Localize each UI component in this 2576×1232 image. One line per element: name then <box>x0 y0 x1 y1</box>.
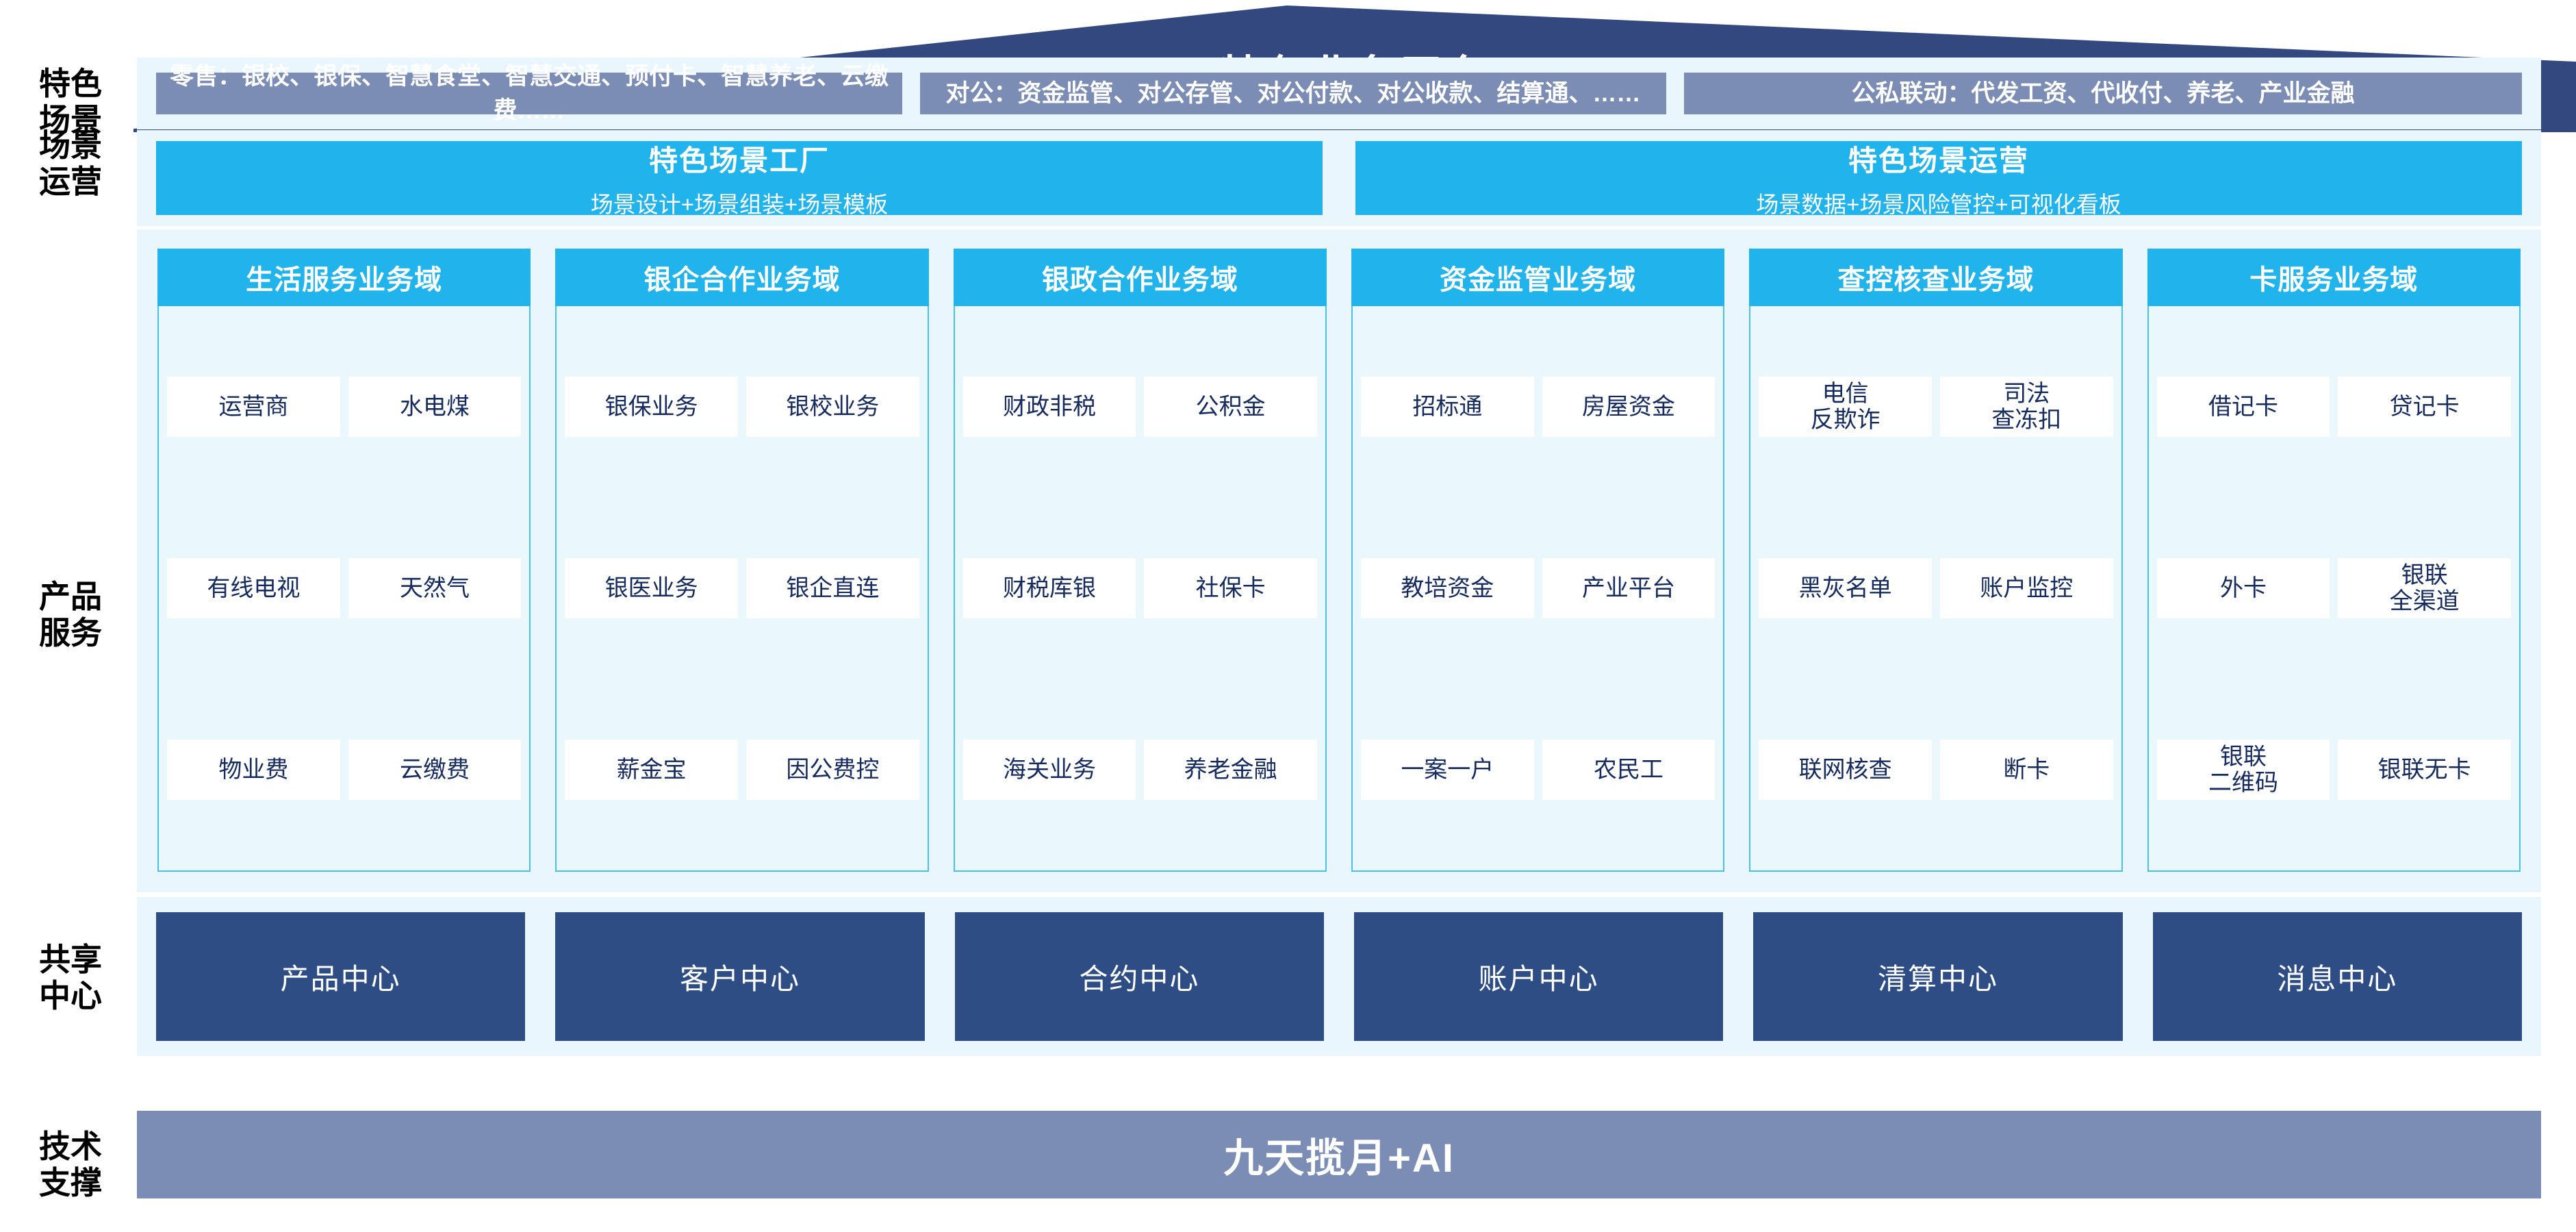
domain-row: 教培资金产业平台 <box>1360 557 1716 618</box>
domain-item[interactable]: 因公费控 <box>746 740 919 801</box>
domain-item[interactable]: 黑灰名单 <box>1759 557 1932 618</box>
domain-column-title[interactable]: 资金监管业务域 <box>1351 249 1725 306</box>
domain-row: 银联 二维码银联无卡 <box>2156 740 2511 801</box>
domain-column-body: 财政非税公积金财税库银社保卡海关业务养老金融 <box>953 306 1327 872</box>
domain-item[interactable]: 财政非税 <box>962 376 1136 437</box>
domain-row: 外卡银联 全渠道 <box>2156 557 2511 618</box>
band-center: 产品中心客户中心合约中心账户中心清算中心消息中心 <box>137 897 2541 1056</box>
domain-row: 联网核查断卡 <box>1759 740 2113 801</box>
domain-item[interactable]: 公积金 <box>1144 376 1317 437</box>
domain-row: 银医业务银企直连 <box>565 557 919 618</box>
band-product: 生活服务业务域运营商水电煤有线电视天然气物业费云缴费银企合作业务域银保业务银校业… <box>137 229 2541 892</box>
domain-item[interactable]: 银校业务 <box>746 376 919 437</box>
domain-column: 生活服务业务域运营商水电煤有线电视天然气物业费云缴费 <box>157 249 531 872</box>
domain-row: 电信 反欺诈司法 查冻扣 <box>1759 376 2113 437</box>
domain-row: 运营商水电煤 <box>167 376 522 437</box>
row-label-product: 产品 服务 <box>39 579 102 651</box>
domain-item[interactable]: 薪金宝 <box>565 740 738 801</box>
operation-box-factory[interactable]: 特色场景工厂 场景设计+场景组装+场景模板 <box>156 141 1323 217</box>
domain-item[interactable]: 一案一户 <box>1360 740 1534 801</box>
row-label-scene: 特色 场景 <box>39 66 102 138</box>
domain-row: 财税库银社保卡 <box>962 557 1317 618</box>
domain-item[interactable]: 贷记卡 <box>2338 376 2511 437</box>
shared-center-box[interactable]: 消息中心 <box>2152 912 2522 1041</box>
row-label-center: 共享 中心 <box>39 942 102 1014</box>
domain-item[interactable]: 云缴费 <box>348 740 522 801</box>
shared-center-box[interactable]: 清算中心 <box>1753 912 2123 1041</box>
domain-row: 一案一户农民工 <box>1360 740 1716 801</box>
operation-factory-title: 特色场景工厂 <box>648 144 830 177</box>
domain-column: 卡服务业务域借记卡贷记卡外卡银联 全渠道银联 二维码银联无卡 <box>2147 249 2521 872</box>
domain-item[interactable]: 银联无卡 <box>2338 740 2511 801</box>
domain-item[interactable]: 外卡 <box>2156 557 2330 618</box>
domain-item[interactable]: 社保卡 <box>1144 557 1317 618</box>
domain-item[interactable]: 司法 查冻扣 <box>1939 376 2113 437</box>
domain-item[interactable]: 银企直连 <box>746 557 919 618</box>
operation-operations-subtitle: 场景数据+场景风险管控+可视化看板 <box>1756 191 2121 217</box>
domain-item[interactable]: 养老金融 <box>1144 740 1317 801</box>
shared-center-box[interactable]: 合约中心 <box>954 912 1324 1041</box>
domain-item[interactable]: 银医业务 <box>565 557 738 618</box>
domain-item[interactable]: 海关业务 <box>962 740 1136 801</box>
domain-column-body: 招标通房屋资金教培资金产业平台一案一户农民工 <box>1351 306 1725 872</box>
domain-column-title[interactable]: 查控核查业务域 <box>1749 249 2123 306</box>
domain-item[interactable]: 有线电视 <box>167 557 340 618</box>
domain-row: 黑灰名单账户监控 <box>1759 557 2113 618</box>
domain-item[interactable]: 物业费 <box>167 740 340 801</box>
shared-center-box[interactable]: 产品中心 <box>156 912 526 1041</box>
domain-item[interactable]: 农民工 <box>1542 740 1716 801</box>
domain-column-body: 借记卡贷记卡外卡银联 全渠道银联 二维码银联无卡 <box>2147 306 2521 872</box>
domain-column-body: 银保业务银校业务银医业务银企直连薪金宝因公费控 <box>555 306 929 872</box>
scene-box-linkage[interactable]: 公私联动：代发工资、代收付、养老、产业金融 <box>1684 73 2522 114</box>
domain-item[interactable]: 电信 反欺诈 <box>1759 376 1932 437</box>
domain-column: 银企合作业务域银保业务银校业务银医业务银企直连薪金宝因公费控 <box>555 249 929 872</box>
domain-column-body: 电信 反欺诈司法 查冻扣黑灰名单账户监控联网核查断卡 <box>1749 306 2123 872</box>
domain-item[interactable]: 天然气 <box>348 557 522 618</box>
domain-row: 海关业务养老金融 <box>962 740 1317 801</box>
domain-column-title[interactable]: 卡服务业务域 <box>2147 249 2521 306</box>
operation-operations-title: 特色场景运营 <box>1848 144 2029 177</box>
shared-center-box[interactable]: 客户中心 <box>555 912 925 1041</box>
domain-item[interactable]: 银保业务 <box>565 376 738 437</box>
domain-column: 银政合作业务域财政非税公积金财税库银社保卡海关业务养老金融 <box>953 249 1327 872</box>
scene-box-corporate[interactable]: 对公：资金监管、对公存管、对公付款、对公收款、结算通、…… <box>920 73 1666 114</box>
domain-column-title[interactable]: 生活服务业务域 <box>157 249 531 306</box>
domain-column-body: 运营商水电煤有线电视天然气物业费云缴费 <box>157 306 531 872</box>
domain-row: 薪金宝因公费控 <box>565 740 919 801</box>
domain-item[interactable]: 运营商 <box>167 376 340 437</box>
row-label-operation: 场景 运营 <box>39 127 102 200</box>
domain-item[interactable]: 断卡 <box>1939 740 2113 801</box>
scene-box-retail[interactable]: 零售：银校、银保、智慧食堂、智慧交通、预付卡、智慧养老、云缴费…… <box>156 63 902 124</box>
domain-item[interactable]: 借记卡 <box>2156 376 2330 437</box>
domain-row: 物业费云缴费 <box>167 740 522 801</box>
domain-row: 财政非税公积金 <box>962 376 1317 437</box>
domain-column-title[interactable]: 银政合作业务域 <box>953 249 1327 306</box>
domain-item[interactable]: 联网核查 <box>1759 740 1932 801</box>
band-operation: 特色场景工厂 场景设计+场景组装+场景模板 特色场景运营 场景数据+场景风险管控… <box>137 130 2541 226</box>
domain-item[interactable]: 教培资金 <box>1360 557 1534 618</box>
domain-item[interactable]: 银联 二维码 <box>2156 740 2330 801</box>
domain-item[interactable]: 水电煤 <box>348 376 522 437</box>
domain-row: 招标通房屋资金 <box>1360 376 1716 437</box>
domain-item[interactable]: 银联 全渠道 <box>2338 557 2511 618</box>
band-tech: 九天揽月+AI <box>137 1111 2541 1198</box>
domain-column: 查控核查业务域电信 反欺诈司法 查冻扣黑灰名单账户监控联网核查断卡 <box>1749 249 2123 872</box>
operation-box-operations[interactable]: 特色场景运营 场景数据+场景风险管控+可视化看板 <box>1355 141 2522 217</box>
domain-item[interactable]: 房屋资金 <box>1542 376 1716 437</box>
domain-item[interactable]: 产业平台 <box>1542 557 1716 618</box>
domain-row: 借记卡贷记卡 <box>2156 376 2511 437</box>
domain-column: 资金监管业务域招标通房屋资金教培资金产业平台一案一户农民工 <box>1351 249 1725 872</box>
domain-item[interactable]: 账户监控 <box>1939 557 2113 618</box>
domain-row: 银保业务银校业务 <box>565 376 919 437</box>
domain-column-title[interactable]: 银企合作业务域 <box>555 249 929 306</box>
domain-row: 有线电视天然气 <box>167 557 522 618</box>
tech-support-bar[interactable]: 九天揽月+AI <box>137 1111 2541 1198</box>
domain-item[interactable]: 招标通 <box>1360 376 1534 437</box>
shared-center-box[interactable]: 账户中心 <box>1353 912 1724 1041</box>
band-scene: 零售：银校、银保、智慧食堂、智慧交通、预付卡、智慧养老、云缴费…… 对公：资金监… <box>137 58 2541 129</box>
row-label-tech: 技术 支撑 <box>39 1129 102 1201</box>
domain-item[interactable]: 财税库银 <box>962 557 1136 618</box>
operation-factory-subtitle: 场景设计+场景组装+场景模板 <box>590 191 889 217</box>
